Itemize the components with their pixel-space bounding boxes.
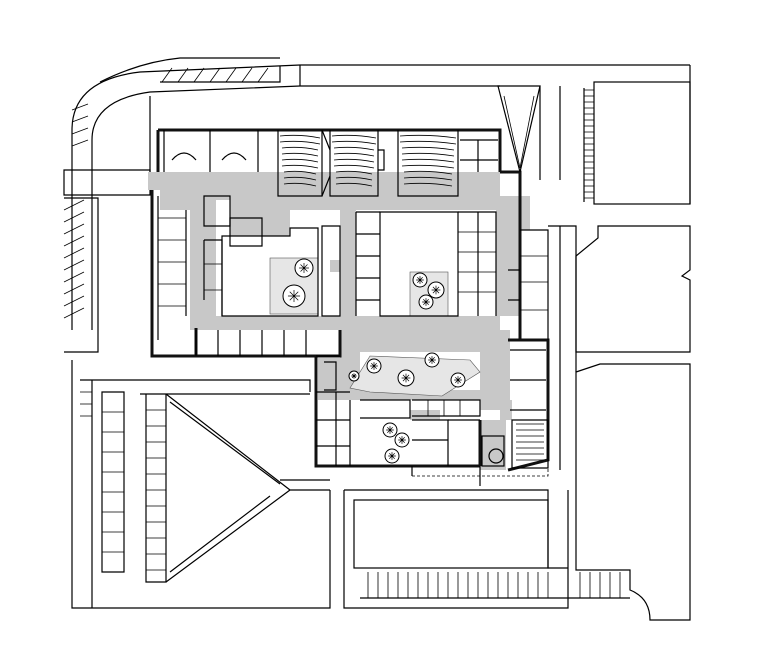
east-entrance-canopy — [497, 85, 541, 173]
tree-east-courtyard-2 — [427, 281, 445, 299]
tree-south-plaza-4 — [450, 372, 466, 388]
tree-southeast-yard-3 — [384, 448, 400, 464]
tree-south-plaza-2 — [424, 352, 440, 368]
parking-south — [343, 489, 630, 609]
circulation-corridors — [148, 172, 530, 470]
tree-southeast-yard-2 — [394, 432, 410, 448]
east-wing-rooms — [508, 229, 549, 411]
tree-east-courtyard-3 — [418, 294, 434, 310]
parking-southwest — [71, 360, 331, 609]
west-wing-rooms — [157, 195, 307, 356]
tree-west-courtyard-1 — [294, 258, 314, 278]
tree-southeast-yard-1 — [382, 422, 398, 438]
south-property-line — [412, 468, 549, 477]
south-plaza-paving — [349, 355, 481, 397]
site-boundaries — [63, 57, 691, 621]
central-rooms — [355, 211, 497, 316]
trees — [282, 258, 466, 464]
tree-west-courtyard-2 — [282, 284, 306, 308]
tree-south-plaza-3 — [397, 369, 415, 387]
parking-east-north — [539, 65, 691, 205]
tree-south-plaza-5 — [348, 370, 360, 382]
east-lot — [548, 225, 691, 621]
parking-stripes-north — [160, 66, 281, 83]
lecture-halls — [163, 129, 498, 197]
south-block-rooms — [316, 355, 549, 469]
tree-east-courtyard-1 — [412, 272, 428, 288]
tree-south-plaza-1 — [366, 358, 382, 374]
parking-stripes-west — [63, 103, 89, 319]
